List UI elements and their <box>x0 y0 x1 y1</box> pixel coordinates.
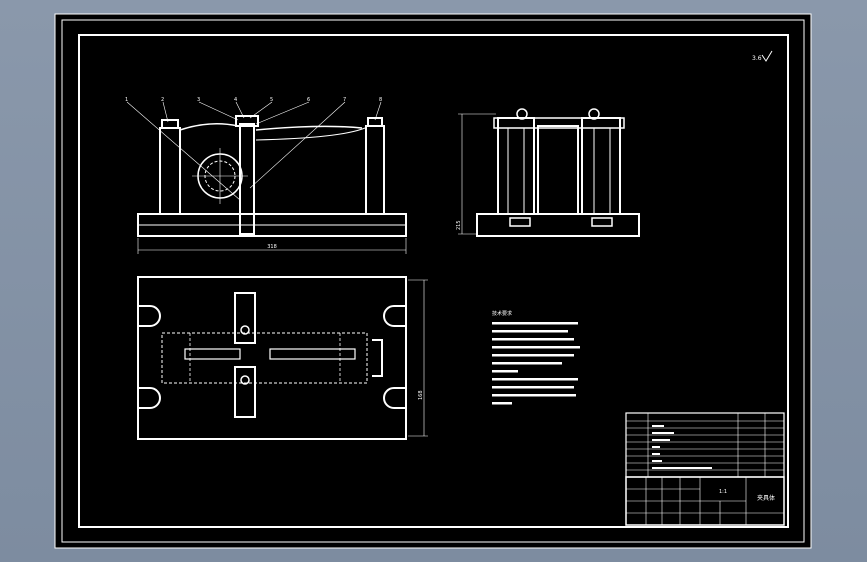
plan-slot-right <box>269 348 356 360</box>
notes-body <box>492 322 580 405</box>
side-top-knob-left <box>516 108 528 120</box>
leader-5 <box>249 101 273 119</box>
balloon-labels: 1 2 3 4 5 6 7 8 <box>125 97 382 103</box>
leader-6 <box>255 101 310 125</box>
drawing-sheet <box>54 13 812 549</box>
plan-bolt-bottom <box>240 375 250 385</box>
plan-slot-left <box>184 348 241 360</box>
plan-workpiece-hidden <box>161 332 368 384</box>
balloon-1: 1 <box>125 97 128 103</box>
balloon-8: 8 <box>379 97 382 103</box>
leader-8 <box>374 101 382 121</box>
side-top-bar <box>493 117 625 129</box>
plan-clamp-bottom <box>234 366 256 418</box>
leader-3 <box>198 101 239 121</box>
plan-bolt-top <box>240 325 250 335</box>
leader-2 <box>162 101 169 123</box>
notes-title: 技术要求 <box>492 310 512 317</box>
side-top-knob-right <box>588 108 600 120</box>
drawing-frame <box>78 34 789 528</box>
balloon-5: 5 <box>270 97 273 103</box>
front-center-cap <box>235 115 259 127</box>
plan-clamp-top <box>234 292 256 344</box>
plan-notch-right-bottom <box>383 387 406 409</box>
front-view <box>126 101 407 254</box>
plan-notch-left-top <box>138 305 161 327</box>
clamp-arm-left <box>179 123 239 131</box>
side-center-block <box>537 125 579 215</box>
front-center-post <box>239 123 255 235</box>
plan-notch-left-bottom <box>138 387 161 409</box>
roughness-value: 3.6 <box>752 55 762 62</box>
clamp-bar-curve <box>255 127 366 141</box>
parts-list-rows <box>652 425 712 469</box>
plan-right-bracket <box>372 339 383 377</box>
sheet-border <box>61 19 805 543</box>
balloon-2: 2 <box>161 97 164 103</box>
leader-7 <box>249 101 346 189</box>
drawing-scale: 1:1 <box>719 489 727 495</box>
roughness-mark: 3.6 <box>752 50 773 62</box>
side-foot-right <box>591 217 613 227</box>
side-foot-left <box>509 217 531 227</box>
plan-notch-right-top <box>383 305 406 327</box>
plan-height-dimension: 168 <box>418 390 424 400</box>
balloon-4: 4 <box>234 97 237 103</box>
clamp-arm-right <box>255 125 363 131</box>
balloon-7: 7 <box>343 97 346 103</box>
drawing-name: 夹具体 <box>757 494 775 502</box>
side-view <box>458 108 640 237</box>
side-height-dimension: 215 <box>456 220 462 230</box>
front-left-cap <box>161 119 179 129</box>
plan-base-outline <box>137 276 407 440</box>
balloon-3: 3 <box>197 97 200 103</box>
technical-notes: 技术要求 <box>492 310 580 405</box>
title-block <box>625 476 785 526</box>
leader-1 <box>126 101 241 201</box>
leader-4 <box>235 101 245 119</box>
front-right-cap <box>367 117 383 127</box>
roughness-check-icon <box>761 50 773 62</box>
plan-view <box>137 276 428 440</box>
front-width-dimension: 318 <box>267 244 277 250</box>
balloon-6: 6 <box>307 97 310 103</box>
